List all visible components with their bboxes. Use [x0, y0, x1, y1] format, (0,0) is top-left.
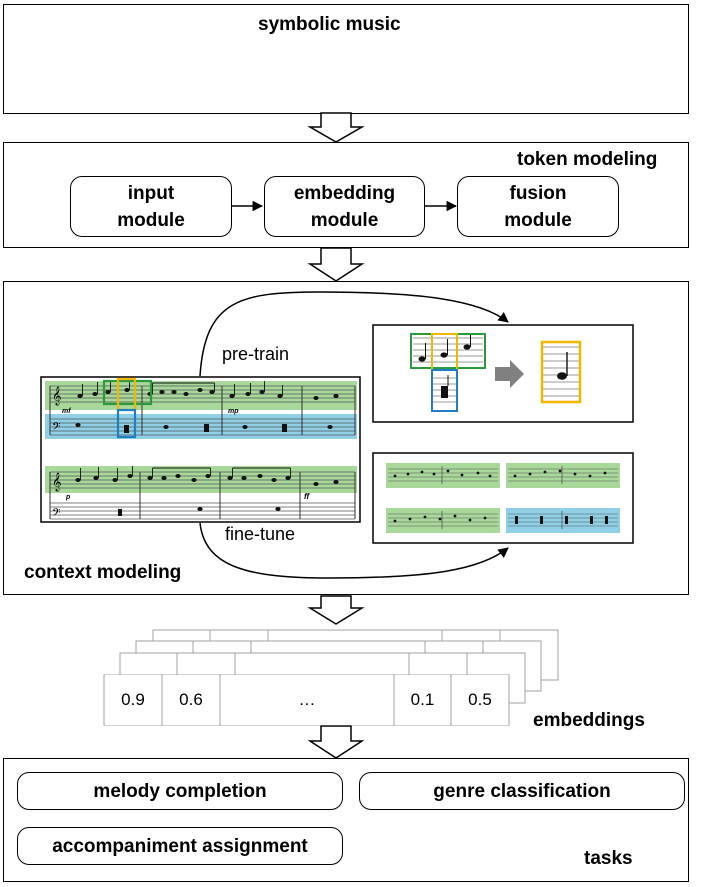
stage-arrow-3: [307, 595, 365, 625]
embedding-value-ellipsis: …: [221, 675, 393, 725]
token-modeling-title: token modeling: [517, 149, 658, 170]
embedding-module-line1: embedding: [293, 182, 396, 204]
input-module-line1: input: [127, 182, 175, 204]
embedding-module-box: embedding module: [264, 176, 425, 237]
embeddings-label: embeddings: [533, 710, 645, 731]
stage-arrow-1: [307, 112, 365, 143]
svg-text:ff: ff: [304, 492, 311, 501]
embedding-value-2: 0.6: [163, 675, 219, 725]
pretrain-illustration: [372, 324, 634, 423]
embedding-value-4: 0.1: [395, 675, 450, 725]
svg-text:mp: mp: [228, 408, 239, 415]
fusion-module-line2: module: [504, 209, 572, 231]
context-score: 𝄞 𝄢 𝄞 𝄢 mf: [40, 376, 361, 523]
finetune-illustration: [372, 452, 634, 544]
task-genre-classification: genre classification: [359, 772, 685, 810]
tasks-title: tasks: [584, 848, 633, 869]
task-melody-completion: melody completion: [17, 772, 343, 810]
embedding-value-1: 0.9: [105, 675, 161, 725]
svg-text:𝄢: 𝄢: [52, 421, 60, 436]
stage-arrow-2: [307, 247, 365, 282]
finetune-label: fine-tune: [225, 524, 296, 544]
svg-text:𝄢: 𝄢: [52, 507, 60, 522]
fusion-module-box: fusion module: [457, 176, 619, 237]
pretrain-arrow: [199, 291, 509, 377]
svg-text:mf: mf: [62, 408, 71, 415]
fusion-module-line1: fusion: [509, 182, 567, 204]
input-module-box: input module: [70, 176, 232, 237]
finetune-arrow: [199, 522, 509, 579]
pretrain-label: pre-train: [222, 344, 290, 364]
svg-text:𝄞: 𝄞: [52, 386, 61, 406]
embedding-module-line2: module: [310, 209, 379, 231]
svg-text:p: p: [65, 494, 71, 501]
task-accompaniment-assignment: accompaniment assignment: [17, 827, 343, 865]
symbolic-music-title: symbolic music: [258, 14, 401, 35]
embedding-value-5: 0.5: [452, 675, 508, 725]
context-modeling-title: context modeling: [24, 562, 182, 583]
stage-arrow-4: [307, 725, 365, 759]
input-module-line2: module: [117, 209, 185, 231]
svg-text:𝄞: 𝄞: [52, 472, 61, 492]
